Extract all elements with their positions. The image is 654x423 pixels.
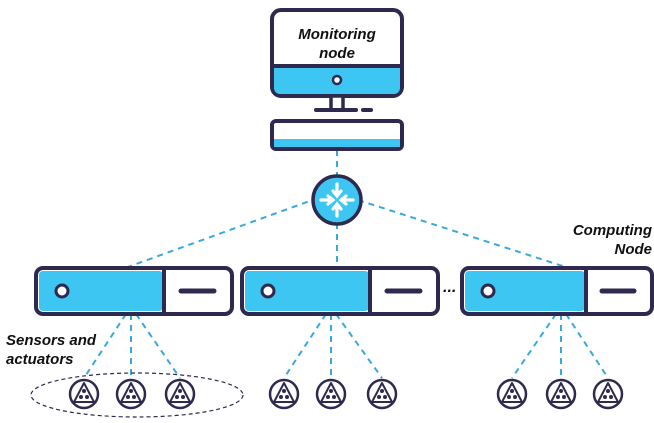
computing-node-label-line2: Node bbox=[614, 241, 653, 258]
link-router-node-left bbox=[124, 197, 319, 269]
sensor-icon bbox=[268, 378, 300, 410]
sensor-icon bbox=[315, 378, 347, 410]
server-icon bbox=[460, 266, 654, 316]
link-router-node-right bbox=[357, 199, 576, 271]
computing-node-label: Computing Node bbox=[548, 221, 652, 259]
links bbox=[83, 150, 609, 379]
sensor-icon bbox=[496, 378, 528, 410]
monitor-label-line1: Monitoring bbox=[298, 26, 376, 43]
computing-node-label-line1: Computing bbox=[572, 222, 652, 239]
monitor-label-line2: node bbox=[319, 45, 355, 62]
sensor-icon bbox=[366, 378, 398, 410]
link-sensor bbox=[135, 313, 181, 379]
sensor-icon bbox=[592, 378, 624, 410]
sensors-label-line1: Sensors and bbox=[6, 332, 97, 349]
link-sensor bbox=[83, 313, 127, 379]
sensor-icon bbox=[68, 378, 100, 410]
monitor-label: Monitoring node bbox=[276, 25, 398, 63]
monitor-icon bbox=[270, 8, 404, 112]
sensors-label: Sensors and actuators bbox=[6, 331, 96, 369]
router-icon bbox=[311, 174, 363, 226]
link-sensor bbox=[335, 313, 383, 379]
ellipsis-label: ... bbox=[443, 279, 457, 296]
sensor-icon bbox=[115, 378, 147, 410]
link-sensor bbox=[565, 313, 609, 379]
keyboard-icon bbox=[270, 119, 404, 151]
sensor-icon bbox=[164, 378, 196, 410]
sensor-group-ellipse bbox=[30, 372, 244, 418]
link-sensor bbox=[283, 313, 327, 379]
server-icon bbox=[240, 266, 440, 316]
sensors-label-line2: actuators bbox=[6, 351, 74, 368]
sensor-icon bbox=[545, 378, 577, 410]
server-icon bbox=[34, 266, 234, 316]
link-sensor bbox=[511, 313, 557, 379]
